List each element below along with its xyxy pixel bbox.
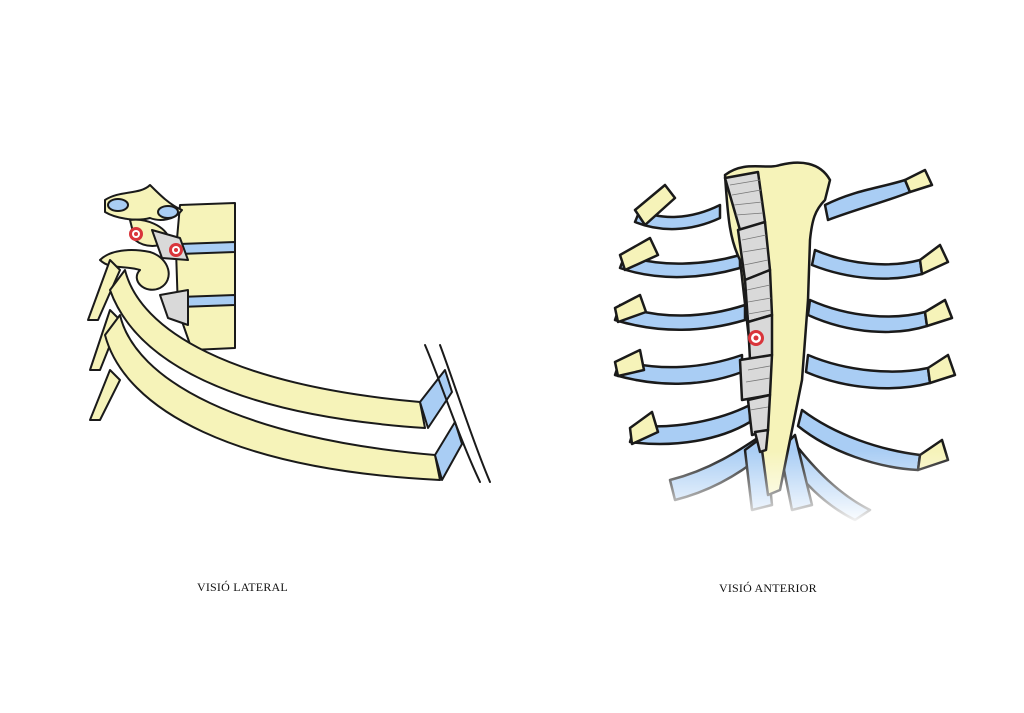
spinous-process — [89, 369, 121, 421]
lateral-view-svg — [87, 184, 491, 483]
anterior-view-svg — [580, 150, 980, 525]
lateral-view-illustration — [80, 170, 500, 500]
sternum-edge — [424, 344, 481, 483]
anterior-view-illustration — [580, 150, 980, 525]
vertebral-body — [175, 202, 236, 351]
joint-marker — [748, 330, 764, 346]
intervertebral-disc — [178, 241, 236, 255]
lateral-view-caption: VISIÓ LATERAL — [197, 580, 288, 594]
joint-marker — [129, 227, 143, 241]
rib-upper — [109, 269, 426, 429]
spinous-process — [87, 259, 121, 321]
anterior-view-caption: VISIÓ ANTERIOR — [719, 581, 817, 595]
costovertebral-ligament — [159, 289, 189, 326]
bottom-fade — [580, 150, 980, 525]
costal-cartilage — [434, 421, 463, 481]
articular-facet — [157, 205, 179, 219]
posterior-arch — [99, 249, 170, 291]
articular-facet — [107, 198, 129, 212]
costal-cartilage — [419, 369, 453, 429]
rib-lower — [104, 314, 441, 481]
sternum-edge — [439, 344, 491, 483]
joint-marker — [169, 243, 183, 257]
